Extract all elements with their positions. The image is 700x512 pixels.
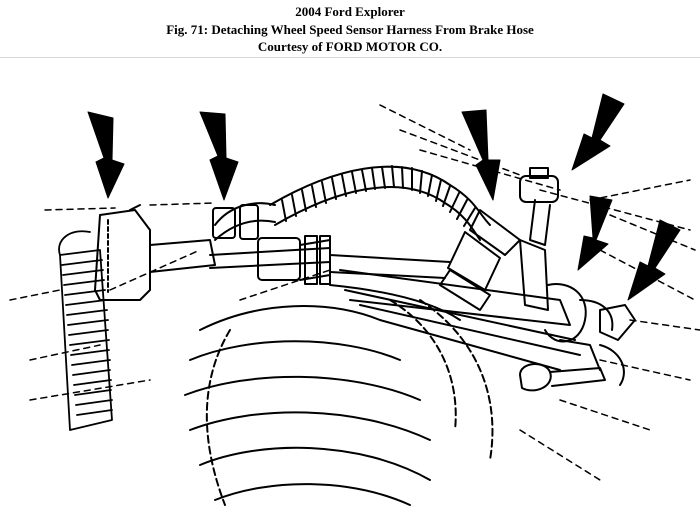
pointer-arrows	[87, 93, 681, 301]
vehicle-title: 2004 Ford Explorer	[295, 4, 405, 19]
pointer-arrow-4	[571, 93, 625, 171]
pointer-arrow-1	[87, 111, 125, 199]
hose-fitting	[439, 167, 636, 343]
coil-spring	[184, 299, 494, 506]
brake-line-bracket	[257, 235, 461, 321]
figure-caption: Fig. 71: Detaching Wheel Speed Sensor Ha…	[166, 21, 534, 37]
header-divider	[0, 57, 700, 58]
sensor-connector	[94, 204, 216, 301]
brake-hose-illustration	[9, 93, 700, 506]
figure-credit: Courtesy of FORD MOTOR CO.	[257, 39, 443, 54]
lower-bolt	[519, 339, 625, 392]
diagram-figure	[0, 58, 700, 512]
pointer-arrow-6	[627, 219, 681, 301]
pointer-arrow-5	[577, 195, 613, 271]
figure-caption-header: 2004 Ford Explorer Fig. 71: Detaching Wh…	[0, 0, 700, 56]
corrugated-boot	[58, 230, 113, 431]
sensor-harness-cable	[209, 202, 331, 269]
brake-hose	[269, 165, 491, 241]
pointer-arrow-3	[461, 109, 501, 201]
pointer-arrow-2	[199, 111, 239, 201]
control-arm	[339, 269, 581, 371]
